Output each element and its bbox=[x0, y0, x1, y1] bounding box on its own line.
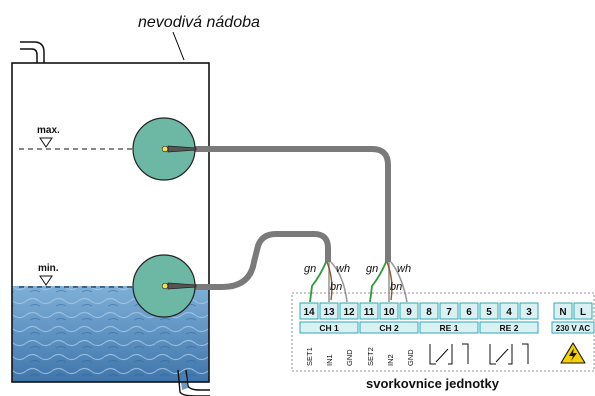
terminal-number-6: 6 bbox=[466, 307, 472, 318]
group-box-re2 bbox=[479, 321, 539, 334]
group-label-re2: RE 2 bbox=[500, 323, 519, 333]
terminal-box-6 bbox=[459, 302, 479, 320]
terminal-number-N: N bbox=[559, 307, 566, 318]
terminal-number-13: 13 bbox=[323, 307, 335, 318]
min-level-sensor bbox=[132, 254, 197, 318]
label-in1: IN1 bbox=[325, 354, 334, 366]
group-box-re1 bbox=[419, 321, 479, 334]
terminal-box-13 bbox=[319, 302, 339, 320]
terminal-box-7 bbox=[439, 302, 459, 320]
terminal-number-5: 5 bbox=[486, 307, 492, 318]
terminal-box-14 bbox=[299, 302, 319, 320]
wire-label-wh-ch2: wh bbox=[397, 263, 411, 275]
wire-label-bn-ch2: bn bbox=[390, 281, 402, 293]
min-level-marker: min. bbox=[19, 263, 135, 288]
channel-groups: CH 1 CH 2 RE 1 RE 2 230 V AC bbox=[299, 321, 595, 334]
terminal-number-L: L bbox=[580, 307, 586, 318]
terminal-box-8 bbox=[419, 302, 439, 320]
max-level-label: max. bbox=[37, 125, 60, 136]
group-label-ch1: CH 1 bbox=[319, 323, 339, 333]
terminal-box-10 bbox=[379, 302, 399, 320]
wire-label-gn-ch2: gn bbox=[366, 263, 378, 275]
input-labels: SET1 IN1 GND SET2 IN2 GND bbox=[305, 347, 415, 366]
terminal-number-3: 3 bbox=[526, 307, 532, 318]
high-voltage-warning-icon bbox=[560, 342, 586, 364]
wire-label-bn-ch1: bn bbox=[330, 281, 342, 293]
wire-label-gn-ch1: gn bbox=[304, 263, 316, 275]
terminal-number-9: 9 bbox=[406, 307, 412, 318]
terminal-number-7: 7 bbox=[446, 307, 452, 318]
max-level-sensor bbox=[132, 117, 197, 181]
terminal-box-9 bbox=[399, 302, 419, 320]
min-level-label: min. bbox=[38, 263, 59, 274]
container-outline bbox=[11, 62, 210, 383]
inlet-pipe bbox=[20, 41, 45, 63]
wires-ch2 bbox=[369, 261, 408, 303]
container-label-leader bbox=[172, 31, 185, 61]
terminal-number-8: 8 bbox=[426, 307, 432, 318]
terminal-number-11: 11 bbox=[364, 307, 375, 318]
terminal-box-5 bbox=[479, 302, 499, 320]
terminal-box-12 bbox=[339, 302, 359, 320]
terminal-board-caption: svorkovnice jednotky bbox=[366, 376, 500, 391]
label-set2: SET2 bbox=[366, 347, 375, 366]
group-box-ch2 bbox=[359, 321, 419, 334]
terminal-number-14: 14 bbox=[303, 307, 315, 318]
group-label-re1: RE 1 bbox=[440, 323, 459, 333]
terminal-number-12: 12 bbox=[343, 307, 355, 318]
terminal-box-4 bbox=[499, 302, 519, 320]
terminal-strip: 14 13 12 11 10 9 8 7 6 5 4 3 N L bbox=[299, 302, 593, 320]
group-box-power bbox=[551, 321, 595, 334]
group-label-ch2: CH 2 bbox=[379, 323, 399, 333]
wires-ch1 bbox=[309, 261, 348, 303]
cable-min-sensor bbox=[172, 231, 331, 290]
terminal-number-4: 4 bbox=[506, 307, 512, 318]
max-level-marker: max. bbox=[19, 125, 135, 150]
group-label-power: 230 V AC bbox=[556, 324, 591, 333]
relay-symbol-re2 bbox=[489, 343, 529, 365]
terminal-number-10: 10 bbox=[383, 307, 395, 318]
container-label: nevodivá nádoba bbox=[138, 14, 260, 31]
terminal-box-11 bbox=[359, 302, 379, 320]
label-set1: SET1 bbox=[305, 347, 314, 366]
cable-max-sensor bbox=[172, 146, 391, 262]
wire-label-wh-ch1: wh bbox=[336, 263, 350, 275]
terminal-box-3 bbox=[519, 302, 539, 320]
terminal-box-L bbox=[573, 302, 593, 320]
terminal-box-N bbox=[553, 302, 573, 320]
label-gnd1: GND bbox=[345, 349, 354, 366]
relay-symbol-re1 bbox=[429, 343, 469, 365]
group-box-ch1 bbox=[299, 321, 359, 334]
label-in2: IN2 bbox=[386, 354, 395, 366]
label-gnd2: GND bbox=[406, 349, 415, 366]
